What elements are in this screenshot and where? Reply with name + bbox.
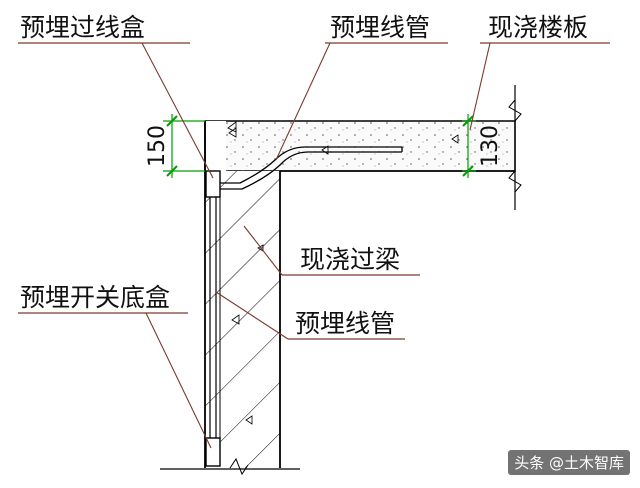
watermark: 头条 @土木智库 <box>508 450 630 475</box>
dimension-box-height <box>163 114 205 178</box>
embedded-conduit-side <box>209 197 221 438</box>
dimension-text-150: 150 <box>145 125 170 167</box>
label-embedded-switch-box: 预埋开关底盒 <box>20 283 170 312</box>
label-underlines <box>18 42 610 340</box>
label-cast-in-place-slab: 现浇楼板 <box>488 13 588 42</box>
label-embedded-junction-box: 预埋过线盒 <box>20 13 145 42</box>
embedded-conduit-top <box>220 146 403 190</box>
dimension-text-130: 130 <box>478 125 503 167</box>
cast-in-place-lintel <box>204 121 515 476</box>
leader-lines <box>141 42 491 449</box>
dimension-slab-thickness <box>462 114 476 178</box>
label-cast-in-place-lintel: 现浇过梁 <box>300 245 400 274</box>
cast-in-place-slab <box>204 85 522 210</box>
label-embedded-conduit-side: 预埋线管 <box>295 309 395 338</box>
label-embedded-conduit-top: 预埋线管 <box>330 13 430 42</box>
embedded-junction-box <box>205 170 221 198</box>
